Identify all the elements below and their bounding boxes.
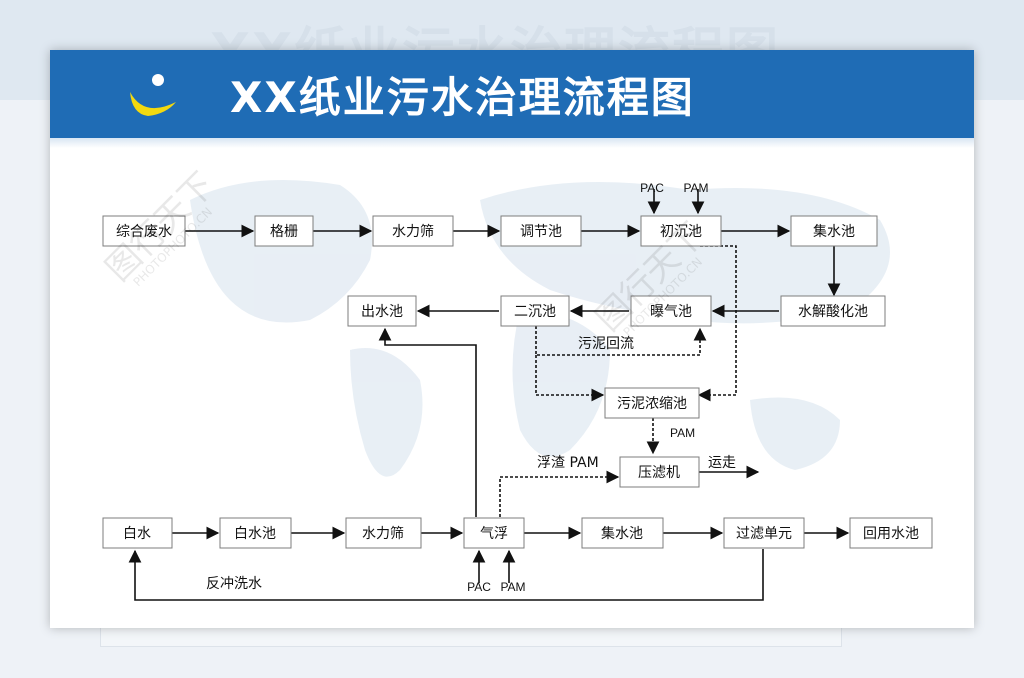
svg-text:调节池: 调节池 [520, 224, 562, 240]
node-n13: 白水 [102, 517, 173, 549]
svg-text:水力筛: 水力筛 [392, 224, 434, 240]
node-n10: 出水池 [347, 295, 417, 327]
svg-text:水解酸化池: 水解酸化池 [798, 304, 868, 320]
node-n19: 回用水池 [849, 517, 933, 549]
svg-text:综合废水: 综合废水 [116, 224, 172, 240]
arrow-n16-n10 [378, 327, 477, 517]
svg-text:水力筛: 水力筛 [362, 526, 404, 542]
svg-text:回用水池: 回用水池 [863, 526, 919, 542]
svg-text:出水池: 出水池 [361, 304, 403, 320]
node-n5: 初沉池 [640, 215, 722, 247]
flow-diagram: 综合废水 格栅 水力筛 调节池 初沉池 集水池 水解酸化池 曝气池 二沉池 出水… [102, 180, 933, 601]
label-pac1: PAC [640, 181, 664, 195]
node-n17: 集水池 [581, 517, 664, 549]
header-bar [50, 50, 974, 138]
node-n12: 压滤机 [619, 456, 700, 488]
node-n2: 格栅 [254, 215, 314, 247]
svg-text:格栅: 格栅 [270, 224, 298, 240]
logo-icon [130, 74, 176, 116]
svg-text:压滤机: 压滤机 [638, 465, 680, 481]
node-n14: 白水池 [219, 517, 292, 549]
arrow-n16-n12 [499, 470, 620, 517]
label-pam3: PAM [500, 580, 525, 594]
arrow-sludge-return [535, 326, 707, 356]
label-backwash: 反冲洗水 [206, 576, 262, 592]
node-n7: 水解酸化池 [780, 295, 886, 327]
svg-text:集水池: 集水池 [813, 223, 855, 240]
node-n8: 曝气池 [630, 295, 712, 327]
node-n6: 集水池 [790, 215, 878, 247]
label-pam2: PAM [670, 426, 695, 440]
label-scum-pam: 浮渣 PAM [537, 455, 599, 471]
node-n3: 水力筛 [372, 215, 454, 247]
label-transport: 运走 [708, 455, 736, 471]
node-n11: 污泥浓缩池 [604, 387, 700, 419]
node-n16: 气浮 [463, 517, 525, 549]
svg-text:气浮: 气浮 [480, 526, 508, 542]
svg-text:曝气池: 曝气池 [650, 304, 692, 320]
node-n18: 过滤单元 [723, 517, 805, 549]
label-sludge-return: 污泥回流 [578, 336, 634, 352]
svg-text:污泥浓缩池: 污泥浓缩池 [617, 396, 687, 412]
header-stripe [50, 138, 974, 148]
arrow-n9-n11 [535, 355, 605, 402]
svg-text:白水池: 白水池 [234, 526, 276, 542]
page-title: XX纸业污水治理流程图 [230, 73, 695, 122]
svg-text:过滤单元: 过滤单元 [736, 526, 792, 542]
node-n1: 综合废水 [102, 215, 186, 247]
label-pam1: PAM [683, 181, 708, 195]
node-n9: 二沉池 [500, 295, 570, 327]
arrow-backwash [128, 549, 764, 601]
svg-text:白水: 白水 [123, 526, 151, 542]
svg-text:初沉池: 初沉池 [660, 223, 702, 240]
node-n15: 水力筛 [345, 517, 422, 549]
svg-text:集水池: 集水池 [601, 525, 643, 542]
flowchart-card: XX纸业污水治理流程图 [50, 50, 974, 628]
node-n4: 调节池 [500, 215, 582, 247]
svg-text:二沉池: 二沉池 [514, 304, 556, 320]
connectors [128, 189, 850, 601]
world-map-background [190, 180, 890, 477]
label-pac2: PAC [467, 580, 491, 594]
